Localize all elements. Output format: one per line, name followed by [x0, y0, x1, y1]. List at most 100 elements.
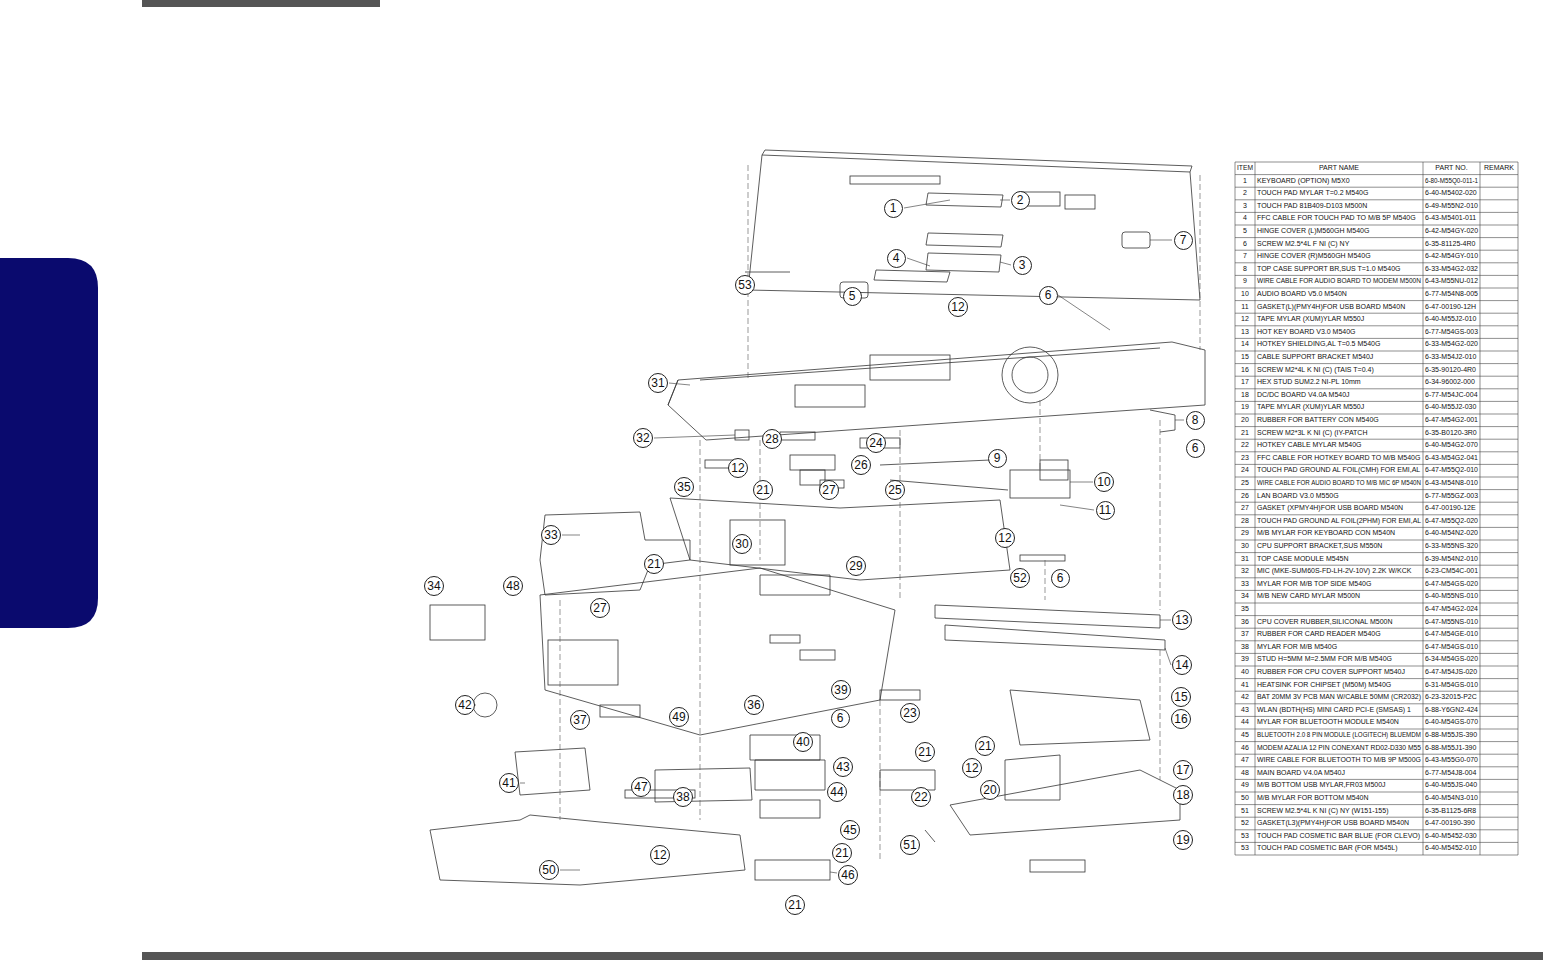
table-cell: 6-47-00190-12E	[1425, 502, 1476, 515]
table-rule	[1235, 691, 1518, 692]
table-rule	[1235, 540, 1518, 541]
callout-circle: 6	[1051, 569, 1070, 588]
table-cell: MODEM AZALIA 12 PIN CONEXANT RD02-D330 M…	[1257, 742, 1421, 755]
table-cell: 8	[1243, 263, 1247, 276]
callout-circle: 21	[785, 895, 805, 915]
callout-circle: 4	[887, 249, 906, 268]
callout-number: 28	[765, 433, 778, 445]
callout-number: 12	[965, 762, 978, 774]
callout-circle: 19	[1173, 830, 1193, 850]
callout-number: 4	[893, 252, 900, 264]
table-cell: TOUCH PAD COSMETIC BAR BLUE (FOR CLEVO)	[1257, 830, 1420, 843]
table-rule	[1235, 426, 1518, 427]
callout-number: 47	[634, 781, 647, 793]
table-cell: 6-47-M55Q2-020	[1425, 515, 1478, 528]
callout-circle: 21	[753, 480, 773, 500]
table-cell: DC/DC BOARD V4.0A M540J	[1257, 389, 1350, 402]
table-header: ITEM	[1237, 162, 1253, 175]
table-cell: 29	[1241, 527, 1249, 540]
table-cell: 6-88-Y6GN2-424	[1425, 704, 1478, 717]
callout-circle: 6	[831, 709, 850, 728]
table-cell: 6-40-M54G2-070	[1425, 439, 1478, 452]
table-cell: 6-35-B0120-3R0	[1425, 427, 1477, 440]
table-cell: M/B MYLAR FOR BOTTOM M540N	[1257, 792, 1369, 805]
footer-bar	[142, 952, 1543, 960]
callout-number: 11	[1099, 504, 1111, 516]
callout-circle: 18	[1173, 785, 1193, 805]
callout-circle: 37	[570, 710, 590, 730]
callout-circle: 21	[915, 742, 935, 762]
table-cell: SCREW M2.5*4L F NI (C) NY	[1257, 238, 1349, 251]
table-rule	[1235, 804, 1518, 805]
callout-number: 51	[903, 839, 916, 851]
table-header: REMARK	[1484, 162, 1514, 175]
callout-number: 9	[994, 452, 1001, 464]
keyboard	[748, 155, 1200, 300]
table-cell: 39	[1241, 653, 1249, 666]
callout-circle: 27	[819, 480, 839, 500]
table-rule	[1235, 716, 1518, 717]
callout-number: 10	[1097, 476, 1110, 488]
callout-number: 23	[903, 707, 916, 719]
table-cell: 13	[1241, 326, 1249, 339]
table-cell: 6-40-M54N3-010	[1425, 792, 1478, 805]
table-cell: HINGE COVER (R)M560GH M540G	[1257, 250, 1371, 263]
callout-circle: 2	[1011, 191, 1030, 210]
table-cell: BAT 20MM 3V PCB MAN W/CABLE 50MM (CR2032…	[1257, 691, 1421, 704]
table-rule	[1235, 237, 1518, 238]
callout-circle: 39	[831, 680, 851, 700]
table-cell: 6-88-M55J1-390	[1425, 742, 1476, 755]
table-cell: 6-47-M54G2-024	[1425, 603, 1478, 616]
callout-circle: 20	[980, 780, 1000, 800]
table-rule	[1480, 162, 1481, 855]
callout-circle: 12	[728, 458, 748, 478]
table-cell: 6-47-M54GS-020	[1425, 578, 1478, 591]
callout-number: 3	[1019, 259, 1026, 271]
table-cell: TAPE MYLAR (XUM)YLAR M550J	[1257, 313, 1364, 326]
table-cell: 3	[1243, 200, 1247, 213]
table-rule	[1235, 766, 1518, 767]
table-cell: 2	[1243, 187, 1247, 200]
table-cell: 30	[1241, 540, 1249, 553]
callout-number: 22	[914, 791, 927, 803]
callout-circle: 53	[735, 275, 755, 295]
table-cell: 1	[1243, 175, 1247, 188]
table-cell: 6-43-M54G2-041	[1425, 452, 1478, 465]
table-rule	[1235, 729, 1518, 730]
callout-number: 21	[756, 484, 769, 496]
table-cell: 6-47-M55NS-010	[1425, 616, 1478, 629]
callout-circle: 12	[962, 758, 982, 778]
table-cell: 20	[1241, 414, 1249, 427]
table-rule	[1235, 590, 1518, 591]
table-rule	[1235, 666, 1518, 667]
callout-number: 41	[502, 777, 515, 789]
table-cell: 52	[1241, 817, 1249, 830]
callout-number: 6	[837, 712, 844, 724]
table-cell: MIC (MKE-SUM60S-FD-LH-2V-10V) 2.2K W/KCK	[1257, 565, 1411, 578]
table-cell: 6-47-00190-390	[1425, 817, 1475, 830]
callout-number: 26	[854, 459, 867, 471]
callout-circle: 33	[541, 525, 561, 545]
table-rule	[1235, 678, 1518, 679]
table-cell: 6-77-M54N8-005	[1425, 288, 1478, 301]
table-cell: CPU COVER RUBBER,SILICONAL M500N	[1257, 616, 1393, 629]
table-rule	[1235, 313, 1518, 314]
table-cell: SCREW M2*3L K NI (C) (IY-PATCH	[1257, 427, 1367, 440]
callout-number: 43	[836, 761, 849, 773]
callout-number: 21	[647, 558, 660, 570]
callout-circle: 38	[673, 787, 693, 807]
callout-number: 20	[983, 784, 996, 796]
callout-number: 17	[1176, 764, 1189, 776]
table-rule	[1235, 212, 1518, 213]
table-cell: 27	[1241, 502, 1249, 515]
callout-number: 35	[677, 481, 690, 493]
callout-number: 21	[918, 746, 931, 758]
callout-circle: 1	[884, 199, 903, 218]
table-cell: 21	[1241, 427, 1249, 440]
table-cell: 53	[1241, 842, 1249, 855]
table-cell: 45	[1241, 729, 1249, 742]
table-cell: 23	[1241, 452, 1249, 465]
callout-circle: 24	[866, 433, 886, 453]
callout-circle: 47	[631, 777, 651, 797]
table-cell: 6-47-M54JS-020	[1425, 666, 1477, 679]
